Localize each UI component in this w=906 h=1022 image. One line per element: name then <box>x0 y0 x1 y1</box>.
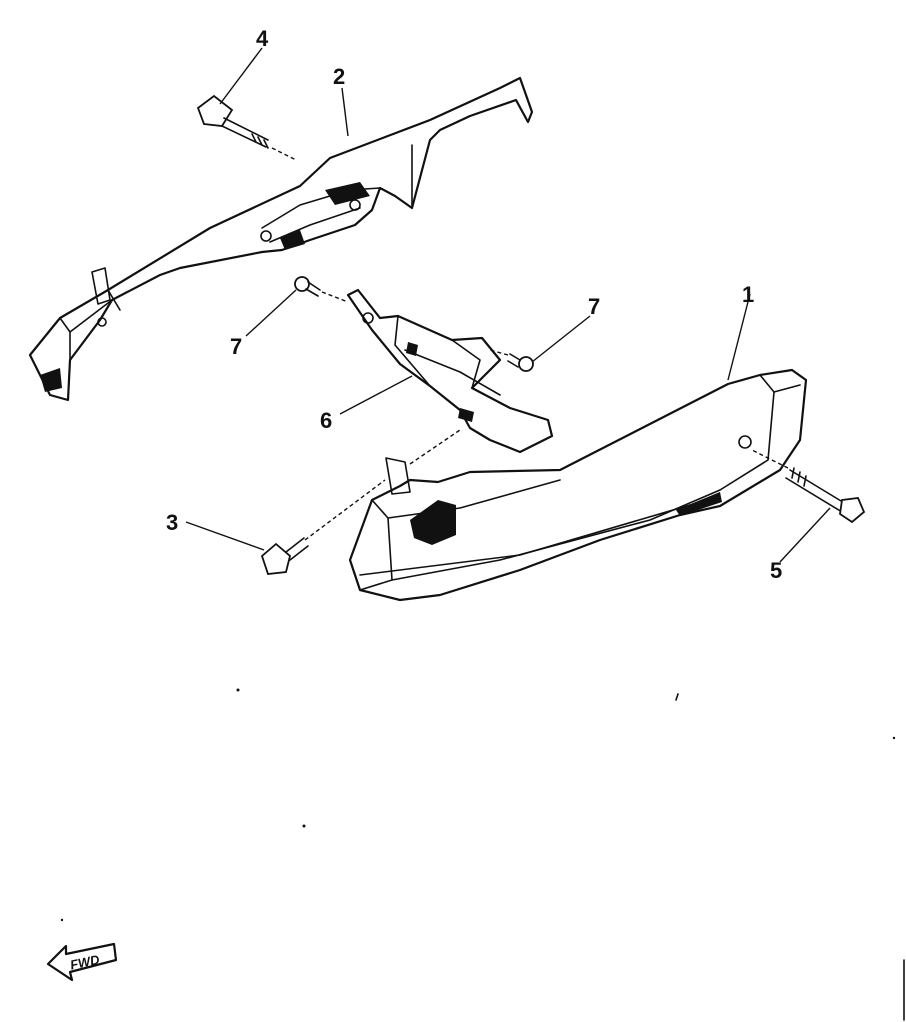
part-7-screw-right <box>507 353 534 372</box>
callout-7-left: 7 <box>230 334 242 359</box>
leader-lines <box>185 47 831 563</box>
part-2-upper-cover <box>28 76 534 402</box>
part-3-bolt <box>260 537 309 575</box>
callout-6: 6 <box>320 408 332 433</box>
part-6-bracket <box>346 288 554 454</box>
part-5-bolt <box>785 467 866 524</box>
callout-2: 2 <box>333 64 345 89</box>
scan-specks <box>60 688 905 1021</box>
alignment-lines <box>271 147 789 541</box>
part-7-screw-left <box>294 276 321 297</box>
callout-1: 1 <box>742 282 754 307</box>
fwd-label: FWD <box>69 952 102 973</box>
callout-7-right: 7 <box>588 294 600 319</box>
callout-3: 3 <box>166 510 178 535</box>
forward-arrow-icon <box>46 942 118 982</box>
callout-5: 5 <box>770 558 782 583</box>
fwd-direction-marker: FWD <box>46 942 118 982</box>
part-4-bolt <box>196 94 269 149</box>
part-1-lower-cover <box>348 368 808 602</box>
callout-4: 4 <box>256 26 269 51</box>
